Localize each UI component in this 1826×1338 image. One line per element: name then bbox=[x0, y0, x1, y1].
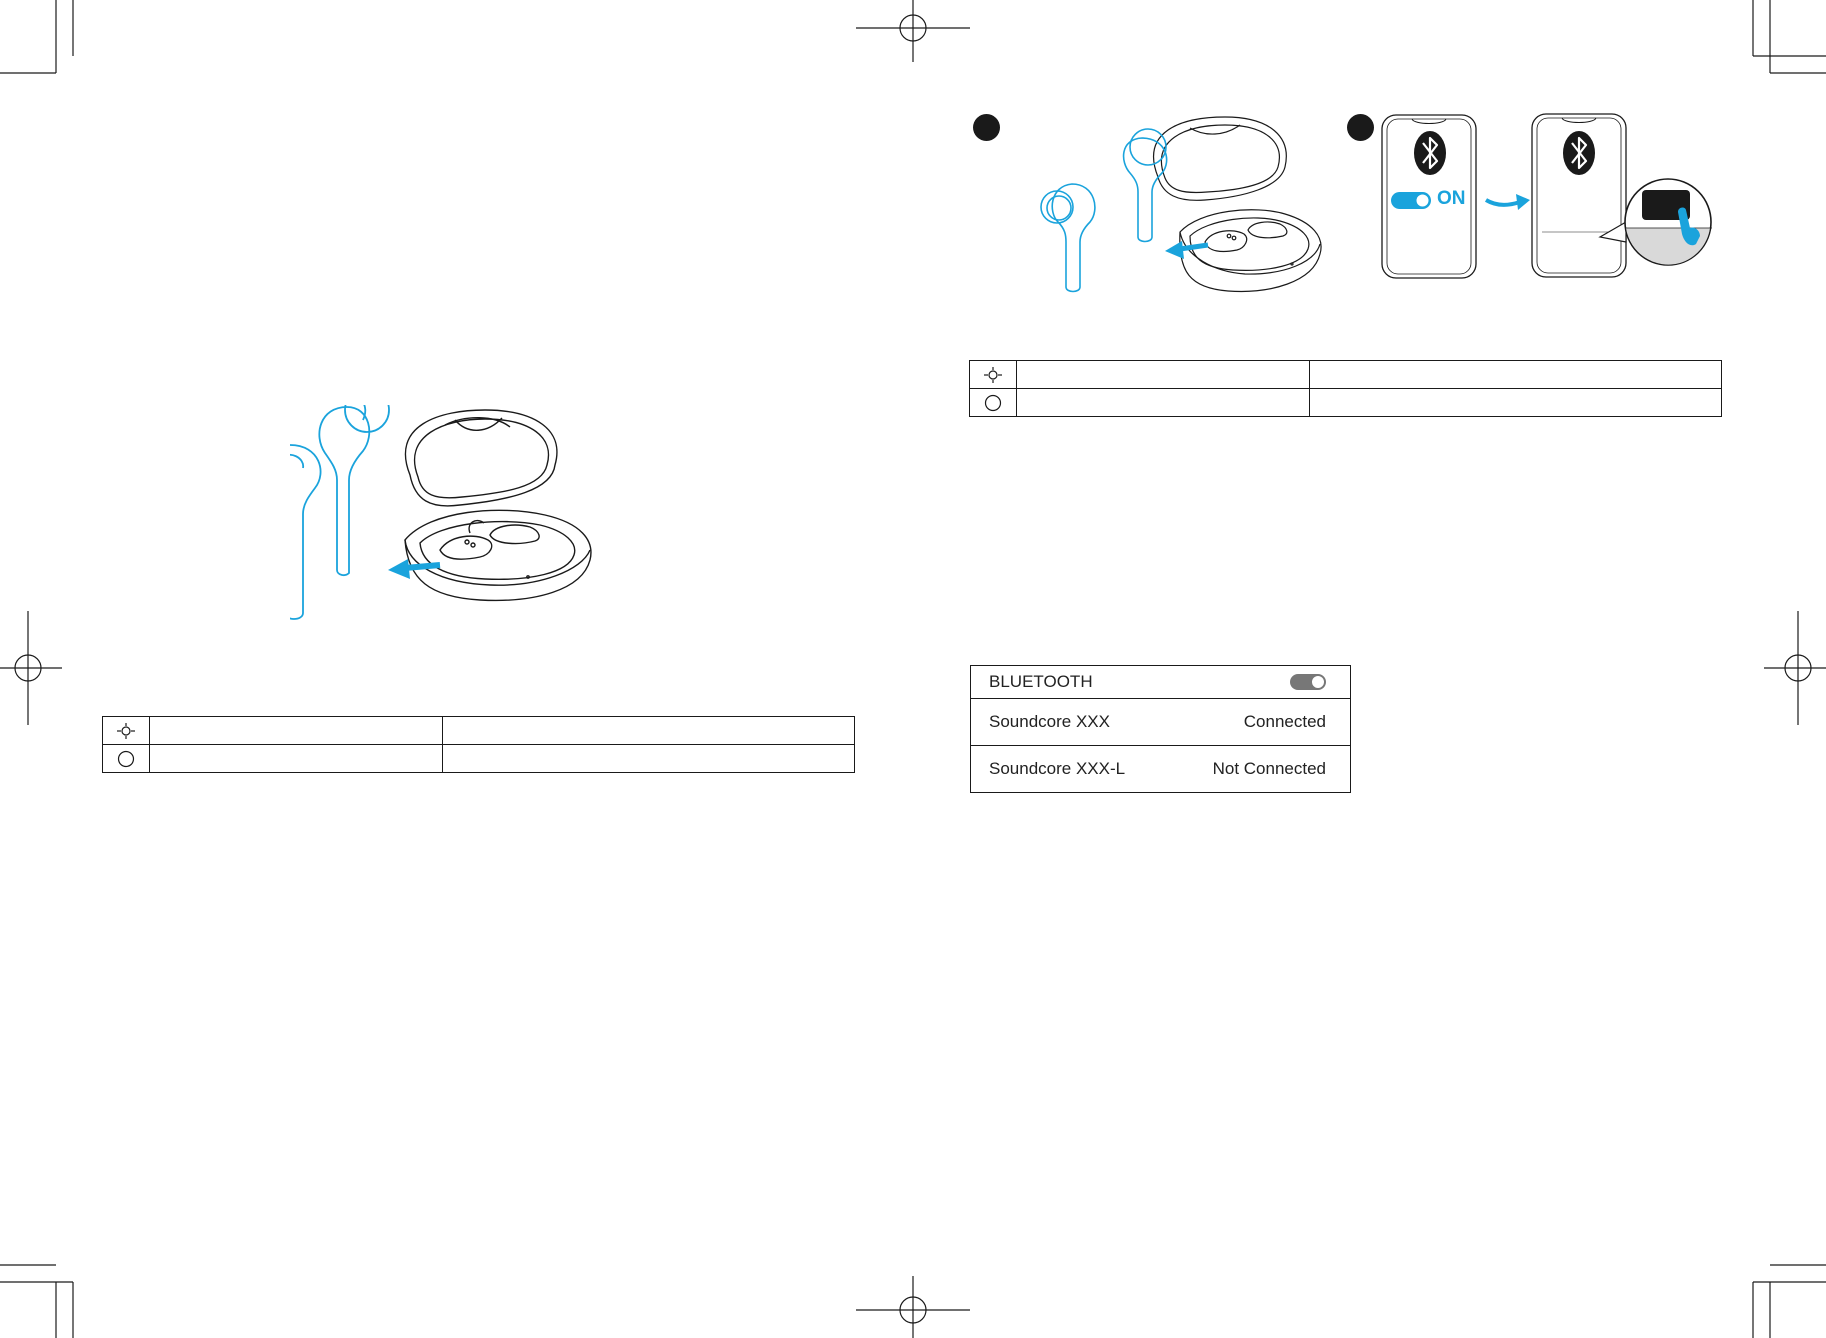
table-cell bbox=[149, 744, 443, 773]
device-status: Not Connected bbox=[1212, 759, 1326, 778]
phone-bluetooth-on-illustration bbox=[1381, 114, 1477, 279]
bluetooth-header: BLUETOOTH bbox=[971, 666, 1350, 699]
table-row bbox=[969, 360, 1722, 389]
device-name: Soundcore XXX bbox=[989, 712, 1110, 731]
table-cell bbox=[1016, 388, 1310, 417]
list-item[interactable]: Soundcore XXX-L Not Connected bbox=[971, 746, 1350, 792]
toggle-knob bbox=[1311, 675, 1325, 689]
indicator-table-left bbox=[102, 716, 855, 773]
led-light-icon bbox=[102, 716, 150, 745]
bluetooth-settings-panel: BLUETOOTH Soundcore XXX Connected Soundc… bbox=[970, 665, 1351, 793]
earbuds-case-illustration-left bbox=[290, 405, 592, 620]
circle-button-icon bbox=[102, 744, 150, 773]
indicator-table-right bbox=[969, 360, 1722, 417]
toggle-on-icon bbox=[1391, 192, 1431, 209]
table-cell bbox=[1309, 360, 1722, 389]
table-cell bbox=[442, 744, 855, 773]
table-cell bbox=[149, 716, 443, 745]
device-status: Connected bbox=[1243, 712, 1326, 731]
phone-device-list-illustration bbox=[1531, 113, 1712, 278]
arrow-right-icon bbox=[1484, 194, 1530, 210]
table-row bbox=[102, 744, 855, 773]
table-row bbox=[102, 716, 855, 745]
table-cell bbox=[442, 716, 855, 745]
step-1-marker bbox=[973, 114, 1000, 141]
step-2-marker bbox=[1347, 114, 1374, 141]
table-cell bbox=[1309, 388, 1722, 417]
bluetooth-icon bbox=[1414, 131, 1446, 175]
bluetooth-title: BLUETOOTH bbox=[989, 672, 1093, 691]
phone-toggle-label: ON bbox=[1437, 188, 1466, 209]
table-cell bbox=[1016, 360, 1310, 389]
tap-hand-icon bbox=[1678, 207, 1700, 246]
earbuds-case-illustration-right bbox=[1040, 116, 1322, 293]
list-item[interactable]: Soundcore XXX Connected bbox=[971, 699, 1350, 746]
circle-button-icon bbox=[969, 388, 1017, 417]
led-light-icon bbox=[969, 360, 1017, 389]
table-row bbox=[969, 388, 1722, 417]
bluetooth-toggle[interactable] bbox=[1290, 674, 1326, 690]
device-name: Soundcore XXX-L bbox=[989, 759, 1126, 778]
